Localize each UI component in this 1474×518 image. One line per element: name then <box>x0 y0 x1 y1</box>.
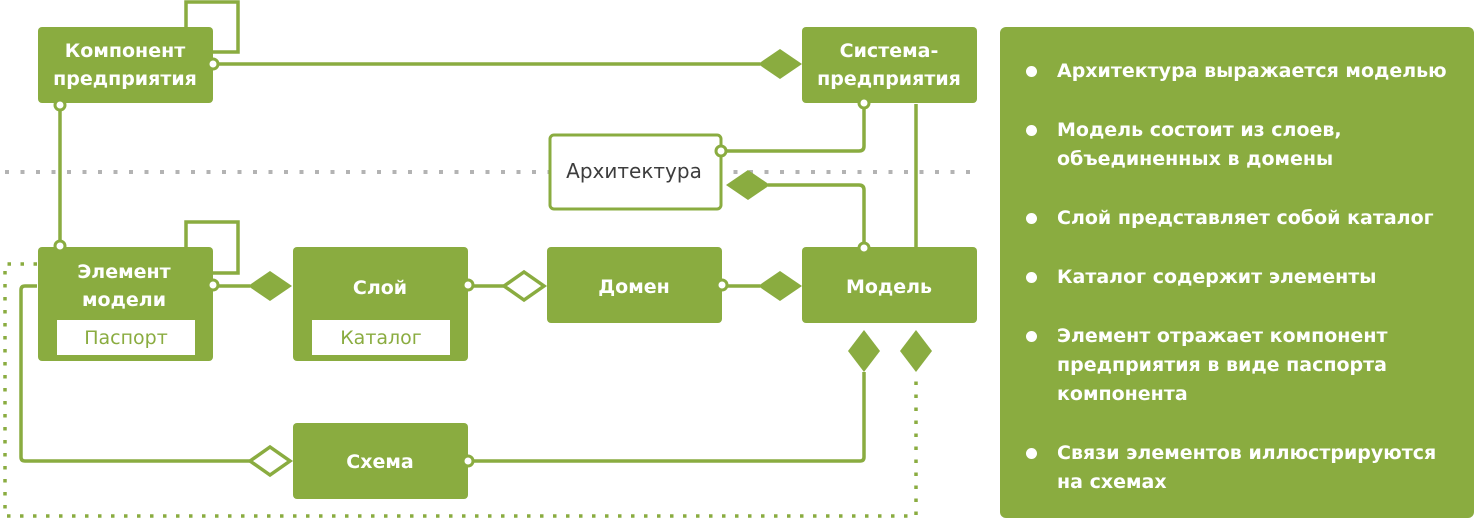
summary-item-line: объединенных в домены <box>1057 148 1334 170</box>
self-loop-component <box>184 0 240 54</box>
node-label: Система- <box>840 40 939 62</box>
bullet-icon <box>1026 272 1037 283</box>
summary-list-item: Связи элементов иллюстрируются на схемах <box>1026 439 1460 497</box>
summary-list-item: Архитектура выражается моделью <box>1026 57 1460 86</box>
endpoint-circle-icon <box>714 144 728 158</box>
endpoint-circle-icon <box>857 96 871 110</box>
summary-list-item: Модель состоит из слоев, объединенных в д… <box>1026 116 1460 174</box>
node-label: модели <box>82 289 166 311</box>
endpoint-circle-icon <box>206 57 220 71</box>
node-domain[interactable]: Домен <box>547 247 722 323</box>
summary-item-line: Архитектура выражается моделью <box>1057 60 1447 82</box>
summary-item-text: Элемент отражает компонент предприятия в … <box>1057 322 1387 409</box>
summary-item-line: предприятия в виде паспорта <box>1057 354 1387 376</box>
summary-item-text: Связи элементов иллюстрируются на схемах <box>1057 439 1436 497</box>
connector-endpoints <box>53 57 871 468</box>
catalog-label: Каталог <box>340 327 422 349</box>
summary-item-line: Модель состоит из слоев, <box>1057 119 1342 141</box>
composition-diamond-icon <box>726 170 770 200</box>
endpoint-circle-icon <box>461 278 475 292</box>
node-label: Модель <box>846 276 932 298</box>
node-layer[interactable]: Слой Каталог <box>293 247 468 361</box>
summary-item-text: Слой представляет собой каталог <box>1057 204 1434 233</box>
summary-list-item: Элемент отражает компонент предприятия в … <box>1026 322 1460 409</box>
summary-list-item: Слой представляет собой каталог <box>1026 204 1460 233</box>
composition-diamond-icon <box>758 49 802 79</box>
bullet-icon <box>1026 66 1037 77</box>
link-schema-to-model <box>467 372 866 463</box>
node-schema[interactable]: Схема <box>293 423 468 499</box>
node-architecture[interactable]: Архитектура <box>548 133 723 211</box>
endpoint-circle-icon <box>715 278 729 292</box>
summary-item-line: на схемах <box>1057 471 1167 493</box>
node-model-element[interactable]: Элемент модели Паспорт <box>38 247 213 361</box>
endpoint-circle-icon <box>53 98 67 112</box>
node-model[interactable]: Модель <box>802 247 977 323</box>
summary-item-line: Элемент отражает компонент <box>1057 325 1388 347</box>
bullet-icon <box>1026 213 1037 224</box>
aggregation-diamond-icon <box>500 269 548 303</box>
bullet-icon <box>1026 125 1037 136</box>
summary-item-line: Связи элементов иллюстрируются <box>1057 442 1437 464</box>
node-label: Слой <box>353 277 407 299</box>
endpoint-circle-icon <box>53 239 67 253</box>
passport-label: Паспорт <box>84 327 168 349</box>
node-label: предприятия <box>53 68 197 90</box>
composition-diamond-icon <box>248 271 292 301</box>
endpoint-circle-icon <box>206 278 220 292</box>
self-loop-element <box>184 220 240 275</box>
summary-item-line: Слой представляет собой каталог <box>1057 207 1434 229</box>
node-label: Компонент <box>65 40 185 62</box>
composition-diamond-icon <box>900 330 932 372</box>
node-label: Схема <box>346 451 413 473</box>
node-label: Элемент <box>77 261 170 283</box>
catalog-field <box>312 320 450 355</box>
endpoint-circle-icon <box>857 241 871 255</box>
summary-list-item: Каталог содержит элементы <box>1026 263 1460 292</box>
node-label: Домен <box>598 276 670 298</box>
bullet-icon <box>1026 448 1037 459</box>
connectors <box>19 0 918 463</box>
summary-item-line: Каталог содержит элементы <box>1057 266 1377 288</box>
bullet-icon <box>1026 331 1037 342</box>
node-label: предприятия <box>817 68 961 90</box>
summary-item-line: компонента <box>1057 383 1188 405</box>
composition-diamond-icon <box>758 271 802 301</box>
link-model-to-architecture <box>768 183 866 248</box>
node-label: Архитектура <box>566 159 702 183</box>
composition-diamond-icon <box>848 330 880 372</box>
summary-item-text: Каталог содержит элементы <box>1057 263 1377 292</box>
passport-field <box>57 320 195 355</box>
endpoint-circle-icon <box>461 454 475 468</box>
node-enterprise-component[interactable]: Компонент предприятия <box>38 27 213 103</box>
summary-item-text: Архитектура выражается моделью <box>1057 57 1447 86</box>
node-enterprise-system[interactable]: Система- предприятия <box>802 27 977 103</box>
summary-item-text: Модель состоит из слоев, объединенных в д… <box>1057 116 1342 174</box>
link-system-to-architecture <box>722 104 866 153</box>
aggregation-diamond-icon <box>246 444 294 478</box>
link-element-to-schema <box>19 284 250 463</box>
